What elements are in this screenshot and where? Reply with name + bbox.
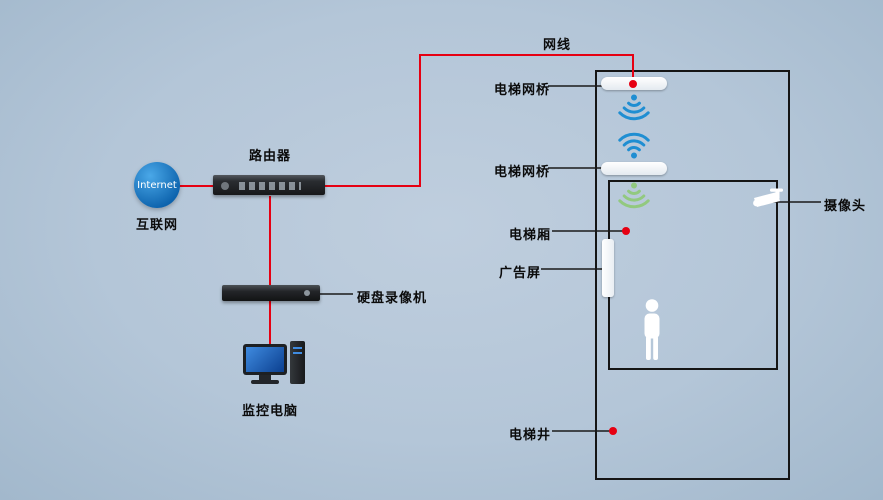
wifi-down-green-icon — [616, 181, 652, 211]
red-cable-internet-to-bridge — [179, 54, 634, 187]
cable-label: 网线 — [542, 38, 571, 53]
internet-badge-text: Internet — [137, 179, 177, 191]
connector-dot-shaft — [609, 427, 617, 435]
elevator-shaft-outline — [595, 70, 790, 480]
router-device — [213, 175, 325, 195]
ad-screen — [602, 239, 614, 297]
person-icon — [637, 298, 667, 364]
router-ports — [239, 182, 301, 190]
pc-label: 监控电脑 — [242, 404, 299, 419]
dvr-device — [222, 285, 320, 301]
router-label: 路由器 — [248, 149, 291, 164]
connector-dot-car — [622, 227, 630, 235]
camera-label: 摄像头 — [824, 199, 867, 214]
bridge-car-device — [601, 162, 667, 175]
car-label: 电梯厢 — [509, 228, 552, 243]
pc-monitor-stand — [259, 375, 271, 380]
bridge-top-label: 电梯网桥 — [494, 83, 551, 98]
pc-monitor-base — [251, 380, 279, 384]
pc-monitor-screen — [246, 347, 284, 372]
internet-label: 互联网 — [135, 218, 178, 233]
camera-icon — [750, 188, 786, 216]
bridge-car-label: 电梯网桥 — [494, 165, 551, 180]
internet-node: Internet — [134, 162, 180, 208]
wifi-up-blue-icon — [616, 130, 652, 160]
connector-dot-bridge-top — [629, 80, 637, 88]
shaft-label: 电梯井 — [509, 428, 552, 443]
pc-tower — [290, 341, 305, 384]
dvr-label: 硬盘录像机 — [357, 291, 428, 306]
wifi-down-blue-icon — [616, 93, 652, 123]
pc-monitor — [243, 344, 287, 375]
ad-screen-label: 广告屏 — [499, 266, 542, 281]
